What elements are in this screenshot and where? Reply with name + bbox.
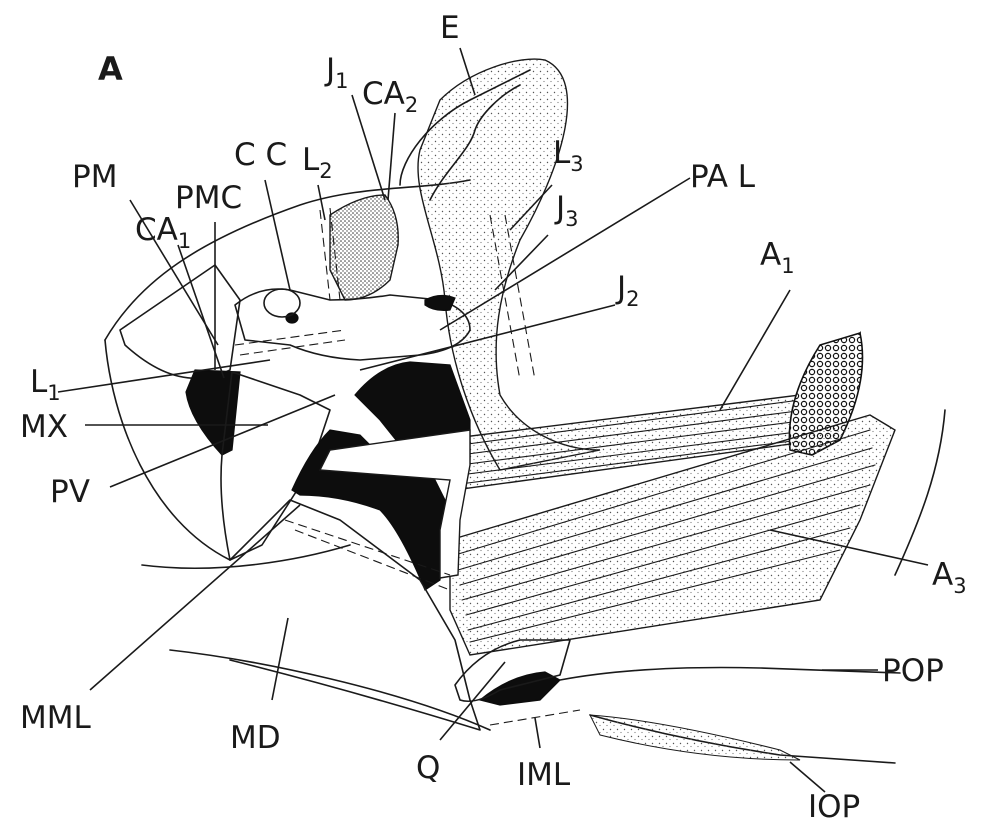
interopercle-shade <box>590 715 800 760</box>
leader-A1 <box>720 290 790 410</box>
label-J3: J3 <box>554 190 579 231</box>
label-IML: IML <box>517 757 571 793</box>
leader-CA1 <box>178 245 224 378</box>
label-PAL: PA L <box>690 159 756 195</box>
label-PM: PM <box>72 159 117 195</box>
leader-CA2 <box>388 113 395 200</box>
leader-MD <box>272 618 288 700</box>
leader-MML <box>90 505 300 690</box>
panel-label: A <box>98 50 123 88</box>
label-J2: J2 <box>615 270 640 311</box>
leader-L2 <box>318 185 325 220</box>
leader-IOP <box>790 762 825 792</box>
label-MD: MD <box>230 720 281 756</box>
label-PMC: PMC <box>175 180 242 216</box>
leader-IML <box>535 718 540 748</box>
label-PV: PV <box>50 474 90 510</box>
label-J1: J1 <box>324 52 349 93</box>
label-MX: MX <box>20 409 68 445</box>
maxilla-dark-region <box>186 370 240 455</box>
label-L3: L3 <box>553 135 584 176</box>
label-A3: A3 <box>932 557 967 598</box>
label-CA2: CA2 <box>362 76 418 117</box>
ligament-l2 <box>320 210 330 300</box>
label-CC: C C <box>234 137 287 173</box>
label-Q: Q <box>416 750 440 786</box>
lower-jaw-outline <box>142 545 350 568</box>
label-CA1: CA1 <box>135 212 191 253</box>
label-L1: L1 <box>30 364 61 405</box>
palatine-dark-patch <box>425 295 455 310</box>
leader-CC <box>265 180 290 290</box>
label-L2: L2 <box>302 142 333 183</box>
operculum-edge <box>895 410 945 575</box>
lateral-ethmoid <box>330 195 398 300</box>
drawing <box>105 59 945 763</box>
coronoid-cartilage <box>264 289 300 317</box>
label-A1: A1 <box>760 237 795 278</box>
label-POP: POP <box>882 653 944 689</box>
label-IOP: IOP <box>808 789 860 825</box>
label-MML: MML <box>20 700 91 736</box>
label-E: E <box>440 10 460 46</box>
